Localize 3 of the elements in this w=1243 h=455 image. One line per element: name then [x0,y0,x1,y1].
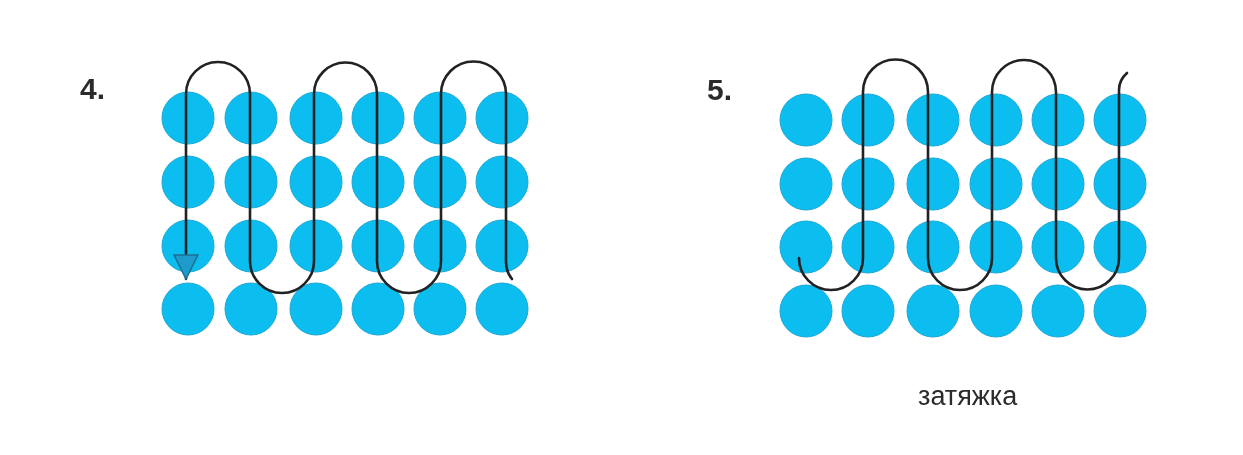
step-number: 5. [707,75,733,105]
note-text: затяжка [918,383,1018,410]
step-number: 4. [80,74,106,104]
